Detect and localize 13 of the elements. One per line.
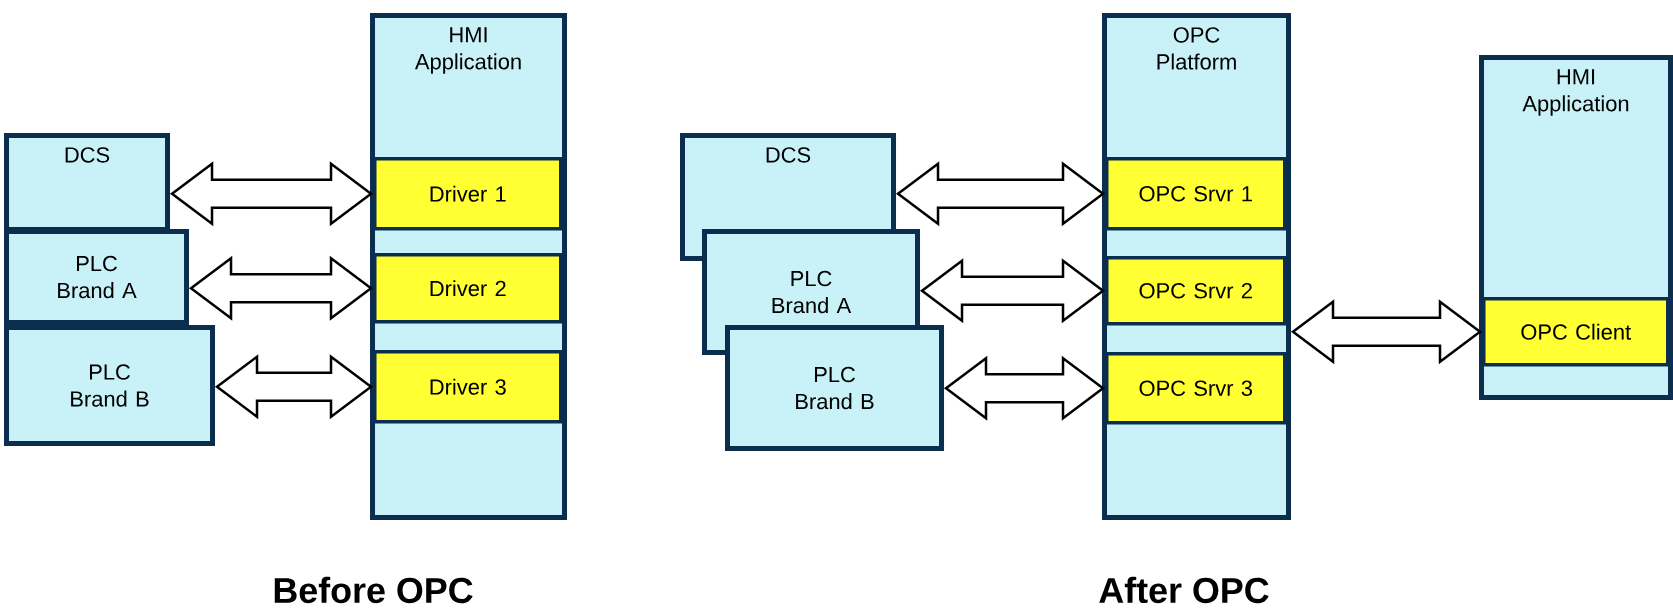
cell: OPC Srvr 2 (1105, 256, 1287, 326)
cell: OPC Client (1482, 297, 1670, 367)
cell: Driver 3 (373, 350, 563, 424)
caption-text: After OPC (1099, 576, 1269, 604)
device-box: DCS (4, 133, 170, 232)
cell: OPC Srvr 3 (1105, 352, 1287, 425)
cell: Driver 2 (373, 253, 563, 324)
device-box: PLC Brand B (4, 325, 215, 446)
device-box: PLC Brand B (725, 325, 944, 451)
caption-text: Before OPC (274, 576, 473, 604)
cell: Driver 1 (373, 157, 563, 231)
device-box: PLC Brand A (4, 229, 189, 325)
cell: OPC Srvr 1 (1105, 157, 1287, 231)
